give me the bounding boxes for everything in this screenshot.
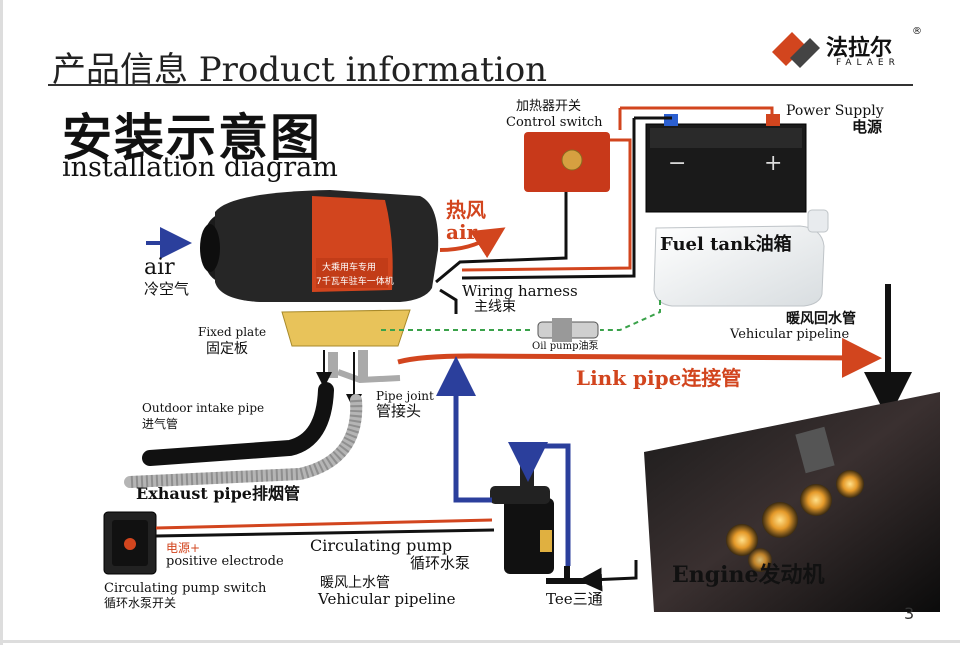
control-switch-label-en: Control switch bbox=[506, 115, 603, 130]
supply-pipe-label-en: Vehicular pipeline bbox=[318, 590, 456, 608]
circ-pump-label-en: Circulating pump bbox=[310, 536, 453, 555]
supply-pipe-label-cn: 暖风上水管 bbox=[320, 575, 390, 591]
heater-unit bbox=[200, 190, 439, 302]
pipe-joint-label-cn: 管接头 bbox=[376, 402, 422, 420]
battery-plus: + bbox=[764, 151, 782, 176]
tee-label: Tee三通 bbox=[546, 590, 603, 608]
air-label-en: air bbox=[144, 255, 175, 280]
wiring-harness-label-en: Wiring harness bbox=[462, 282, 578, 300]
harness-down bbox=[439, 288, 458, 314]
exhaust-pipe-label: Exhaust pipe排烟管 bbox=[136, 484, 300, 503]
battery bbox=[645, 114, 807, 213]
link-pipe bbox=[397, 337, 882, 378]
return-pipe-label-en: Vehicular pipeline bbox=[730, 327, 850, 342]
header-divider bbox=[48, 84, 913, 86]
wiring-harness-label-cn: 主线束 bbox=[474, 299, 516, 315]
pump-switch-label-cn: 循环水泵开关 bbox=[104, 596, 177, 610]
heater-panel-line1: 大乘用车专用 bbox=[322, 261, 376, 273]
power-supply-label-cn: 电源 bbox=[852, 118, 883, 136]
oil-pump-label: Oil pump油泵 bbox=[532, 341, 599, 352]
supply-pipe-blue bbox=[508, 442, 571, 566]
tee-fitting bbox=[546, 566, 588, 584]
pipe-joint bbox=[328, 350, 401, 384]
fuel-tank bbox=[653, 209, 829, 307]
return-pipe-label-cn: 暖风回水管 bbox=[786, 311, 856, 327]
pump-switch bbox=[103, 511, 157, 575]
power-wire-black-top bbox=[461, 116, 672, 280]
fixed-plate-label-en: Fixed plate bbox=[198, 325, 267, 339]
outdoor-intake-label-en: Outdoor intake pipe bbox=[142, 401, 265, 415]
link-pipe-label: Link pipe连接管 bbox=[576, 366, 742, 390]
hot-air-label-en: air bbox=[446, 220, 478, 244]
power-supply-label-en: Power Supply bbox=[786, 103, 884, 119]
page-number: 3 bbox=[904, 604, 915, 623]
registered-mark: ® bbox=[912, 26, 922, 37]
engine bbox=[644, 392, 940, 612]
fixed-plate-label-cn: 固定板 bbox=[206, 341, 248, 357]
pump-wire-black bbox=[155, 528, 495, 538]
circ-pump-label-cn: 循环水泵 bbox=[410, 554, 471, 572]
control-switch-label-cn: 加热器开关 bbox=[516, 99, 582, 114]
exhaust-pipe-ridges bbox=[129, 399, 363, 488]
battery-minus: − bbox=[668, 151, 686, 176]
page-title: 产品信息 Product information bbox=[52, 50, 548, 90]
brand-logo-icon bbox=[772, 32, 820, 68]
fixed-plate bbox=[281, 309, 411, 347]
fuel-tank-label: Fuel tank油箱 bbox=[660, 234, 792, 255]
hot-air-label-cn: 热风 bbox=[446, 198, 486, 222]
control-switch bbox=[524, 132, 610, 192]
brand-name-cn: 法拉尔 bbox=[826, 36, 893, 61]
diagram-heading-en: installation diagram bbox=[62, 152, 338, 183]
pipe-joint-label-en: Pipe joint bbox=[376, 389, 434, 403]
heater-panel-line2: 7千瓦车驻车一体机 bbox=[316, 275, 394, 287]
power-wire-red bbox=[461, 138, 632, 272]
bottom-edge bbox=[0, 640, 960, 643]
outdoor-intake-pipe bbox=[142, 382, 334, 466]
left-edge bbox=[0, 0, 3, 645]
wiring-harness-line bbox=[435, 192, 568, 284]
pump-wire-red bbox=[155, 518, 493, 530]
power-wire-red-top bbox=[618, 106, 774, 130]
electrode-label-en: positive electrode bbox=[166, 554, 284, 569]
oil-pump bbox=[537, 318, 599, 342]
diagram-heading-cn: 安装示意图 bbox=[62, 109, 322, 167]
brand-name-en: FALAER bbox=[836, 58, 900, 68]
fuel-line bbox=[600, 300, 661, 331]
outdoor-intake-label-cn: 进气管 bbox=[142, 417, 179, 431]
air-label-cn: 冷空气 bbox=[144, 280, 190, 298]
engine-to-tee-line bbox=[578, 560, 638, 592]
supply-pipe-blue-2 bbox=[436, 356, 492, 503]
circulating-pump bbox=[490, 452, 554, 574]
hot-air-arrow bbox=[439, 227, 506, 259]
electrode-label-cn: 电源+ bbox=[166, 541, 201, 555]
engine-label: Engine发动机 bbox=[672, 562, 825, 588]
pump-switch-label-en: Circulating pump switch bbox=[104, 581, 267, 596]
